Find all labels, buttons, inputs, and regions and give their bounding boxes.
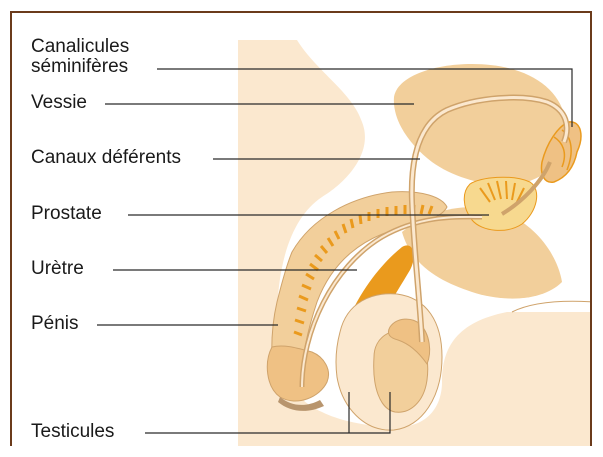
label-canalicules-line2: séminifères: [31, 57, 129, 77]
label-uretre: Urètre: [31, 259, 84, 279]
label-prostate: Prostate: [31, 204, 102, 224]
label-canaux-deferents: Canaux déférents: [31, 148, 181, 168]
label-canalicules: Canalicules séminifères: [31, 37, 129, 77]
label-canalicules-line1: Canalicules: [31, 37, 129, 57]
label-vessie: Vessie: [31, 93, 87, 113]
anatomy-illustration: [12, 13, 592, 446]
label-testicules: Testicules: [31, 422, 114, 442]
label-penis: Pénis: [31, 314, 79, 334]
glans: [267, 346, 328, 401]
diagram-frame: Canalicules séminifères Vessie Canaux dé…: [10, 11, 592, 446]
